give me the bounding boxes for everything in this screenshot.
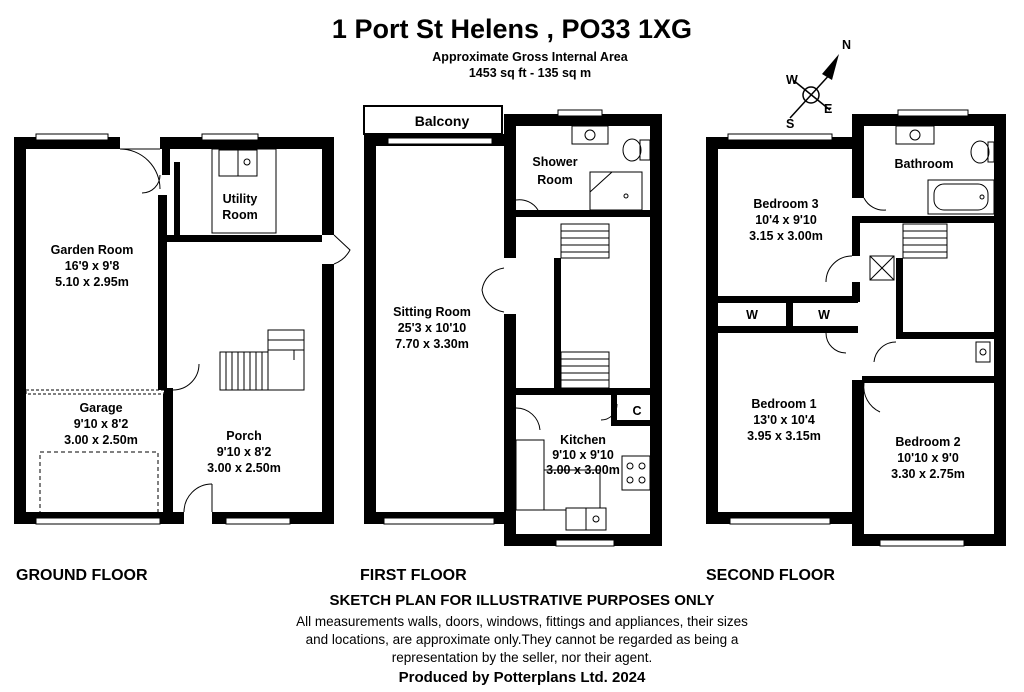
disclaimer-line-3: representation by the seller, nor their … [391, 650, 653, 665]
garden-room-imperial: 16'9 x 9'8 [65, 259, 120, 273]
kitchen-name: Kitchen [560, 433, 606, 447]
shower-room-line1: Shower [532, 155, 577, 169]
bedroom3-imperial: 10'4 x 9'10 [755, 213, 817, 227]
bathroom-label: Bathroom [894, 157, 953, 171]
area-label: Approximate Gross Internal Area [432, 50, 628, 64]
bedroom1-imperial: 13'0 x 10'4 [753, 413, 815, 427]
sitting-room-name: Sitting Room [393, 305, 471, 319]
first-floor-plan: Balcony Shower Room Sitting Room 25'3 x … [363, 105, 662, 547]
sitting-room-imperial: 25'3 x 10'10 [398, 321, 467, 335]
disclaimer-line-1: All measurements walls, doors, windows, … [296, 614, 748, 629]
bedroom3-name: Bedroom 3 [753, 197, 818, 211]
wardrobe-1-label: W [746, 308, 758, 322]
garden-room-metric: 5.10 x 2.95m [55, 275, 129, 289]
kitchen-metric: 3.00 x 3.00m [546, 463, 620, 477]
garage-imperial: 9'10 x 8'2 [74, 417, 129, 431]
compass-n: N [842, 38, 851, 52]
kitchen-imperial: 9'10 x 9'10 [552, 448, 614, 462]
shower-room-line2: Room [537, 173, 572, 187]
second-floor-label: SECOND FLOOR [706, 567, 835, 584]
sketch-notice: SKETCH PLAN FOR ILLUSTRATIVE PURPOSES ON… [329, 592, 715, 609]
utility-room-line2: Room [222, 208, 257, 222]
bedroom3-metric: 3.15 x 3.00m [749, 229, 823, 243]
bedroom1-metric: 3.95 x 3.15m [747, 429, 821, 443]
porch-metric: 3.00 x 2.50m [207, 461, 281, 475]
second-floor-plan: Bathroom Bedroom 3 10'4 x 9'10 3.15 x 3.… [706, 109, 1006, 547]
producer-credit: Produced by Potterplans Ltd. 2024 [398, 669, 646, 686]
porch-name: Porch [226, 429, 261, 443]
porch-imperial: 9'10 x 8'2 [217, 445, 272, 459]
garden-room-name: Garden Room [51, 243, 134, 257]
utility-room-line1: Utility [223, 192, 258, 206]
compass-icon: N E S W [786, 38, 851, 131]
cupboard-label: C [632, 404, 641, 418]
bedroom2-name: Bedroom 2 [895, 435, 960, 449]
sitting-room-metric: 7.70 x 3.30m [395, 337, 469, 351]
disclaimer-line-2: and locations, are approximate only.They… [305, 632, 739, 647]
first-floor-label: FIRST FLOOR [360, 567, 467, 584]
compass-w: W [786, 73, 798, 87]
area-value: 1453 sq ft - 135 sq m [468, 66, 592, 80]
plan-title: 1 Port St Helens , PO33 1XG [331, 14, 693, 44]
ground-floor-label: GROUND FLOOR [16, 567, 148, 584]
bedroom2-metric: 3.30 x 2.75m [891, 467, 965, 481]
garage-name: Garage [79, 401, 122, 415]
bedroom1-name: Bedroom 1 [751, 397, 816, 411]
ground-floor-plan: Garden Room 16'9 x 9'8 5.10 x 2.95m Util… [14, 133, 351, 525]
garage-metric: 3.00 x 2.50m [64, 433, 138, 447]
compass-s: S [786, 117, 794, 131]
bedroom2-imperial: 10'10 x 9'0 [897, 451, 959, 465]
compass-e: E [824, 102, 832, 116]
wardrobe-2-label: W [818, 308, 830, 322]
disclaimer: All measurements walls, doors, windows, … [0, 613, 1024, 667]
balcony-label: Balcony [415, 113, 470, 129]
